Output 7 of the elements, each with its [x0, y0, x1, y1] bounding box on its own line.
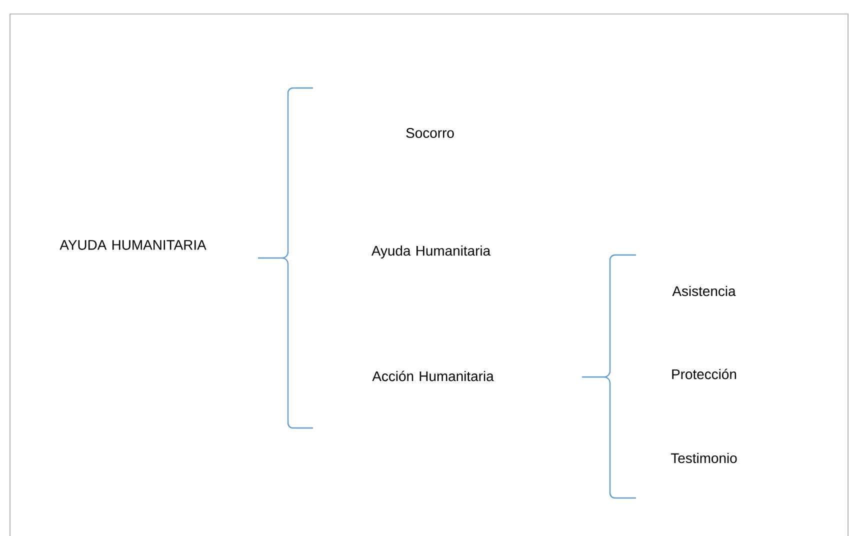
- node-text: Socorro: [406, 128, 454, 138]
- node-text: Acción Humanitaria: [372, 370, 494, 382]
- node-text: Testimonio: [670, 452, 737, 464]
- node-text: Protección: [672, 368, 736, 380]
- node-text: Ayuda Humanitaria: [371, 246, 491, 258]
- node-text: AYUDA HUMANITARIA: [60, 240, 206, 250]
- node-text: Asistencia: [672, 286, 736, 296]
